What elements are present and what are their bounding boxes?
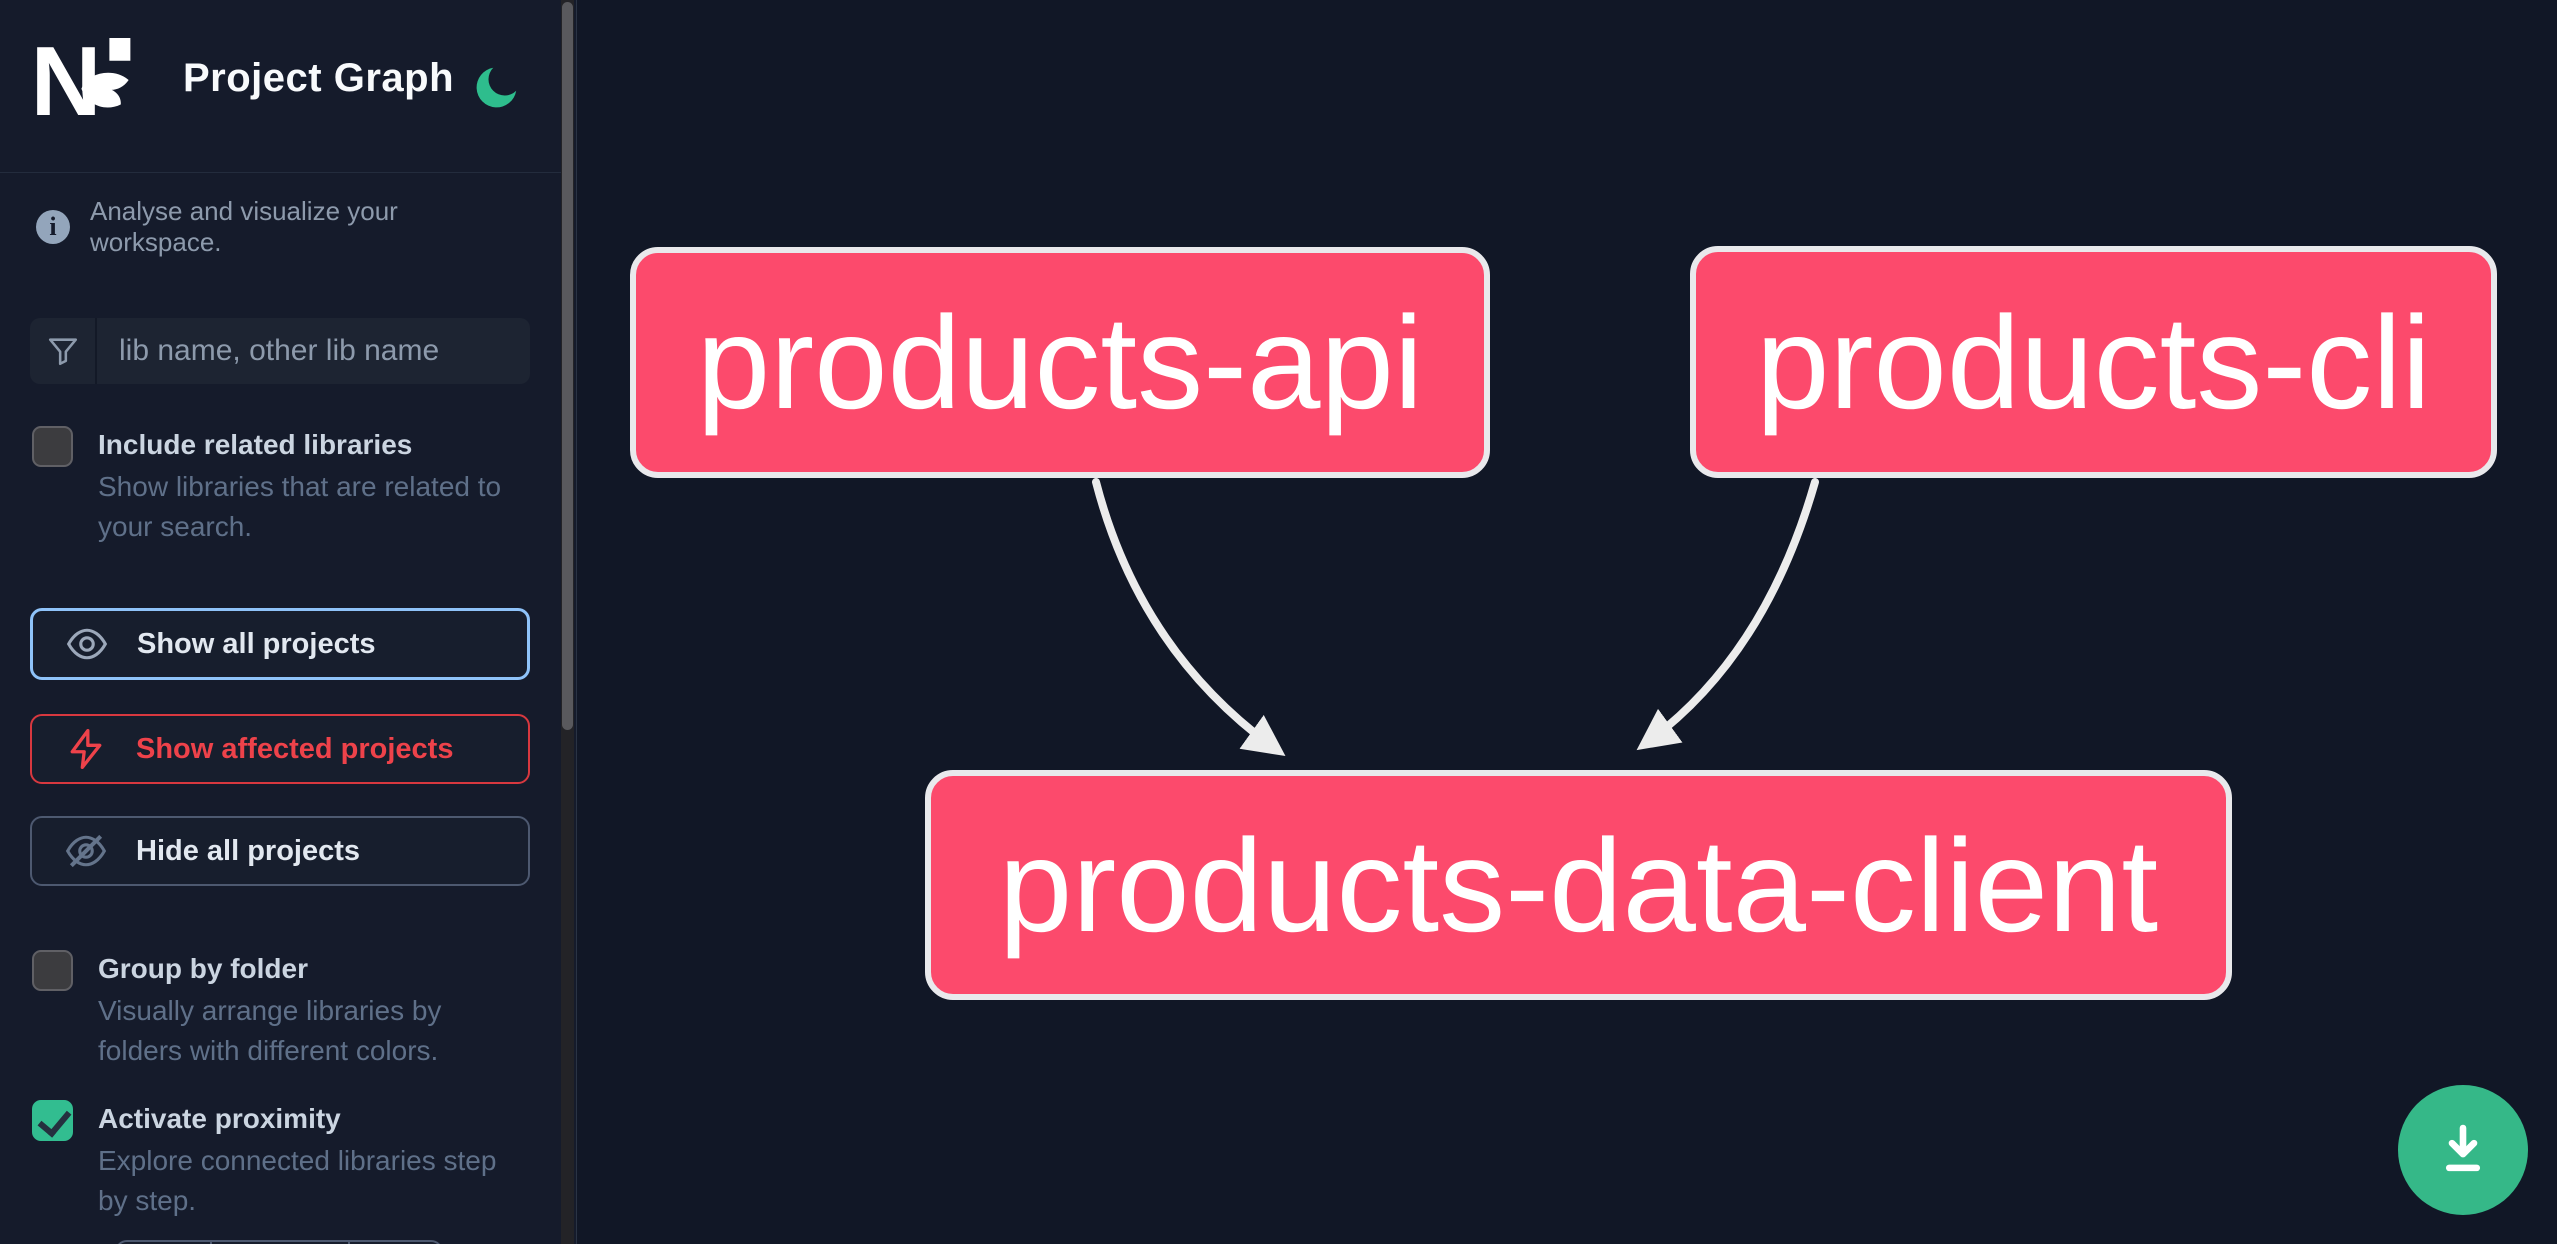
info-icon: i <box>36 210 70 244</box>
tagline-text: Analyse and visualize your workspace. <box>90 196 398 257</box>
node-products-api[interactable]: products-api <box>630 247 1490 478</box>
toggle-group-by-folder: Group by folder Visually arrange librari… <box>32 948 532 1071</box>
sidebar-scrollbar <box>561 0 574 1244</box>
node-label: products-data-client <box>998 811 2159 959</box>
activate-proximity-checkbox[interactable] <box>32 1100 73 1141</box>
show-affected-projects-button[interactable]: Show affected projects <box>30 714 530 784</box>
toggle-label: Include related libraries <box>98 429 413 460</box>
page-title: Project Graph <box>183 56 455 100</box>
sidebar: N Project Graph i Analyse and visualize … <box>0 0 577 1244</box>
moon-icon[interactable] <box>472 60 524 112</box>
proximity-stepper[interactable] <box>115 1240 443 1244</box>
download-image-button[interactable] <box>2398 1085 2528 1215</box>
toggle-label: Group by folder <box>98 953 308 984</box>
stepper-segment[interactable] <box>117 1242 212 1244</box>
scrollbar-thumb[interactable] <box>562 2 573 730</box>
download-icon <box>2445 1124 2481 1172</box>
funnel-icon <box>30 318 97 384</box>
toggle-activate-proximity: Activate proximity Explore connected lib… <box>32 1098 532 1221</box>
show-all-projects-button[interactable]: Show all projects <box>30 608 530 680</box>
toggle-label: Activate proximity <box>98 1103 341 1134</box>
button-label: Show all projects <box>137 627 376 660</box>
toggle-description: Show libraries that are related to your … <box>98 471 502 542</box>
nx-logo-icon: N <box>31 38 131 122</box>
node-products-data-client[interactable]: products-data-client <box>925 770 2232 1000</box>
node-label: products-cli <box>1756 288 2431 436</box>
hide-all-projects-button[interactable]: Hide all projects <box>30 816 530 886</box>
search-box <box>30 318 530 384</box>
node-label: products-api <box>696 289 1424 436</box>
toggle-description: Visually arrange libraries by folders wi… <box>98 995 442 1066</box>
eye-icon <box>66 628 108 660</box>
project-graph-canvas[interactable]: products-api products-cli products-data-… <box>577 0 2557 1244</box>
graph-edges <box>1092 478 1819 757</box>
sidebar-header: N Project Graph <box>0 0 561 173</box>
button-label: Hide all projects <box>136 834 361 867</box>
toggle-include-related: Include related libraries Show libraries… <box>32 424 532 547</box>
group-by-folder-checkbox[interactable] <box>32 950 73 991</box>
edge-products-api-to-products-data-client <box>1092 478 1286 757</box>
search-input[interactable] <box>97 318 530 384</box>
edge-products-cli-to-products-data-client <box>1636 478 1819 751</box>
include-related-checkbox[interactable] <box>32 426 73 467</box>
node-products-cli[interactable]: products-cli <box>1690 246 2497 478</box>
eye-off-icon <box>65 834 107 868</box>
tagline-row: i Analyse and visualize your workspace. <box>36 196 536 258</box>
button-label: Show affected projects <box>136 732 454 765</box>
toggle-description: Explore connected libraries step by step… <box>98 1145 497 1216</box>
bolt-icon <box>70 729 102 769</box>
stepper-segment[interactable] <box>212 1242 350 1244</box>
